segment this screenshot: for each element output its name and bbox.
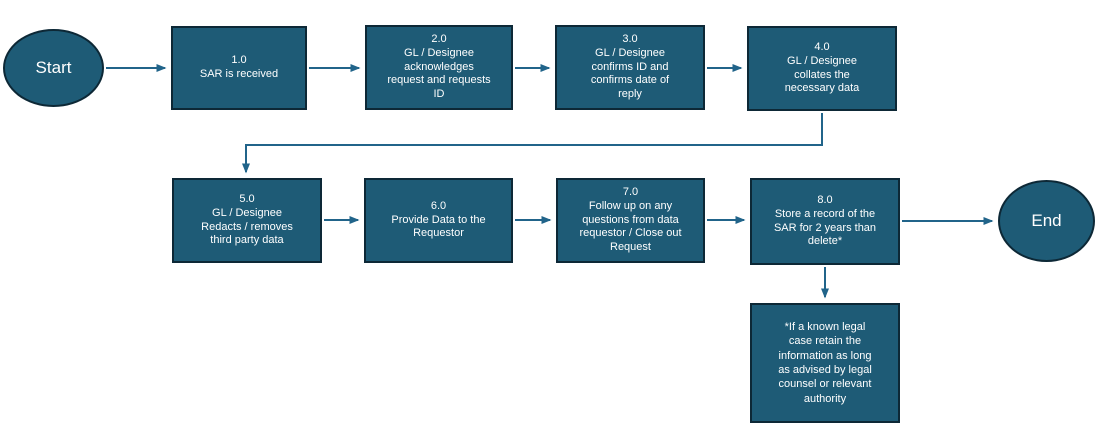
step-3-confirm-id: 3.0 GL / Designee confirms ID and confir… — [555, 25, 705, 110]
arrow-step4-to-step5 — [242, 113, 823, 174]
step-8-label: 8.0 Store a record of the SAR for 2 year… — [773, 193, 877, 248]
step-5-redact-data: 5.0 GL / Designee Redacts / removes thir… — [172, 178, 322, 263]
legal-note-box: *If a known legal case retain the inform… — [750, 303, 900, 423]
step-1-label: 1.0 SAR is received — [199, 54, 279, 80]
step-4-collate-data: 4.0 GL / Designee collates the necessary… — [747, 26, 897, 111]
step-8-store-record: 8.0 Store a record of the SAR for 2 year… — [750, 178, 900, 265]
step-7-follow-up: 7.0 Follow up on any questions from data… — [556, 178, 705, 263]
end-node: End — [998, 180, 1095, 262]
step-1-sar-received: 1.0 SAR is received — [171, 26, 307, 110]
step-2-acknowledge-request: 2.0 GL / Designee acknowledges request a… — [365, 25, 513, 110]
start-label: Start — [35, 58, 72, 77]
end-label: End — [1031, 211, 1062, 230]
step-5-label: 5.0 GL / Designee Redacts / removes thir… — [201, 192, 293, 247]
start-node: Start — [3, 29, 104, 107]
step-3-label: 3.0 GL / Designee confirms ID and confir… — [590, 32, 670, 101]
step-2-label: 2.0 GL / Designee acknowledges request a… — [387, 32, 491, 101]
step-6-label: 6.0 Provide Data to the Requestor — [391, 199, 486, 240]
step-4-label: 4.0 GL / Designee collates the necessary… — [784, 40, 860, 95]
legal-note-label: *If a known legal case retain the inform… — [778, 321, 872, 405]
step-6-provide-data: 6.0 Provide Data to the Requestor — [364, 178, 513, 263]
step-7-label: 7.0 Follow up on any questions from data… — [579, 185, 682, 254]
